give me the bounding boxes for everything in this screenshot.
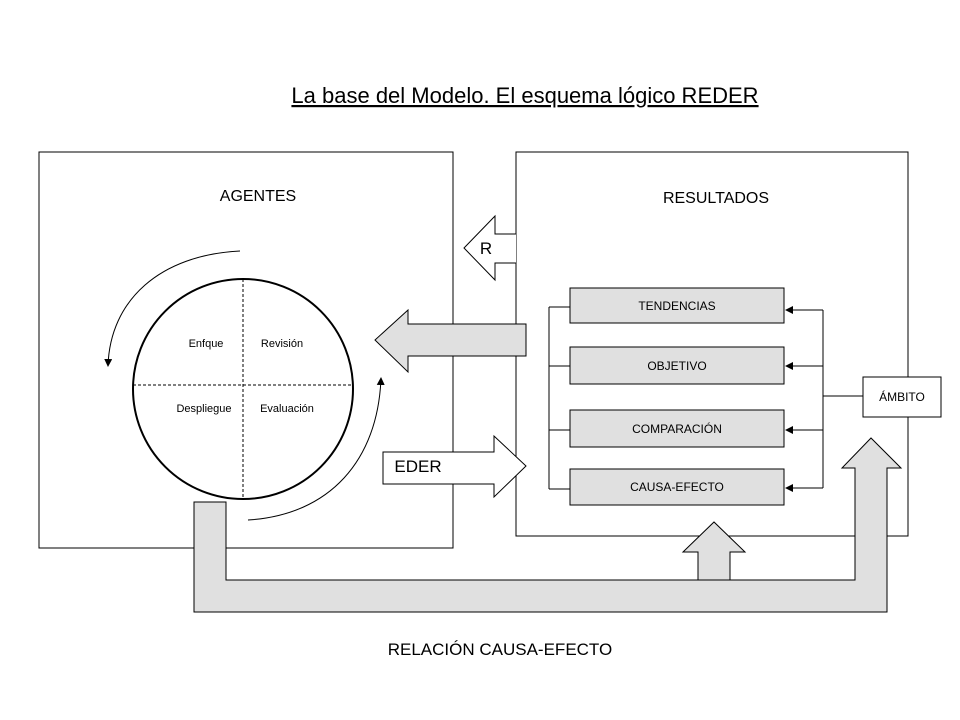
reder-cycle-circle [132,278,354,500]
quadrant-approach: Enfque [189,338,224,350]
quadrant-evaluation: Evaluación [260,403,314,415]
results-to-agents-arrow [374,308,527,374]
agents-title: AGENTES [220,188,296,205]
row-label-comparison: COMPARACIÓN [632,421,722,436]
diagram-title: La base del Modelo. El esquema lógico RE… [291,83,758,108]
row-box-objective [569,346,785,385]
results-title: RESULTADOS [663,190,769,207]
r-arrow [463,214,516,282]
r-arrow-label: R [480,239,492,258]
row-box-trends [569,287,785,324]
row-box-comparison [569,409,785,448]
up-arrow-into-results [681,521,747,581]
cycle-arrow-top-left [104,250,241,367]
eder-arrow [382,434,527,499]
eder-arrow-label: EDER [394,457,441,476]
scope-connectors [785,306,863,492]
scope-label: ÁMBITO [879,389,925,404]
rows-left-bracket [548,306,570,490]
row-label-trends: TENDENCIAS [638,299,715,313]
quadrant-deployment: Despliegue [176,403,231,415]
cause-effect-loop-arrow [193,437,903,613]
quadrant-review: Revisión [261,338,303,350]
row-label-objective: OBJETIVO [647,359,706,373]
cycle-arrow-bottom-right [247,377,385,521]
footer-label: RELACIÓN CAUSA-EFECTO [388,640,613,659]
row-box-cause-effect [569,468,785,506]
row-label-cause-effect: CAUSA-EFECTO [630,480,724,494]
scope-box [862,376,942,418]
results-rows [569,287,785,506]
